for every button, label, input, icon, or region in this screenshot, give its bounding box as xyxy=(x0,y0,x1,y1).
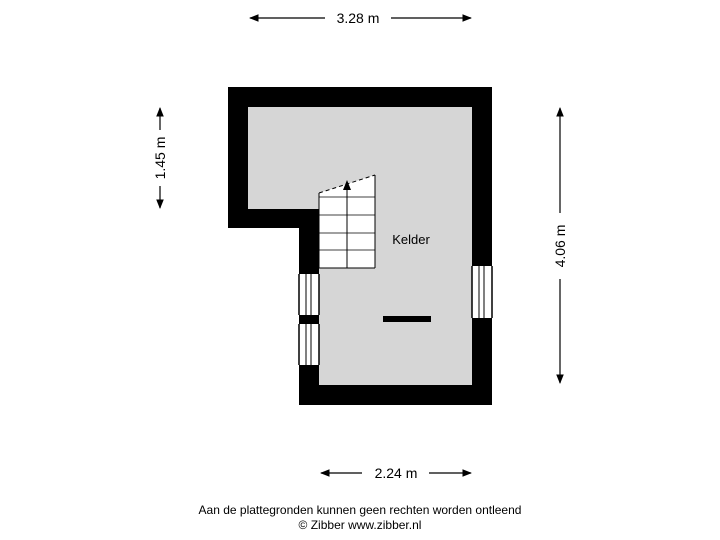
stair-arrow-icon xyxy=(343,180,351,190)
staircase xyxy=(318,174,376,269)
disclaimer-text: Aan de plattegronden kunnen geen rechten… xyxy=(198,503,522,517)
window-left-upper xyxy=(298,274,320,315)
dimension-left: 1.45 m xyxy=(152,107,168,209)
dimension-right-label: 4.06 m xyxy=(552,225,568,268)
floor-beam xyxy=(383,316,431,322)
dimension-right: 4.06 m xyxy=(552,107,568,384)
window-left-lower xyxy=(298,324,320,365)
copyright-text: © Zibber www.zibber.nl xyxy=(298,518,422,532)
window-mullion xyxy=(299,315,319,324)
dimension-left-label: 1.45 m xyxy=(152,137,168,180)
dimension-bottom: 2.24 m xyxy=(320,465,472,481)
window-right xyxy=(471,266,493,318)
dimension-top: 3.28 m xyxy=(249,10,472,26)
room-label: Kelder xyxy=(392,232,430,247)
dimension-bottom-label: 2.24 m xyxy=(375,465,418,481)
dimension-top-label: 3.28 m xyxy=(337,10,380,26)
